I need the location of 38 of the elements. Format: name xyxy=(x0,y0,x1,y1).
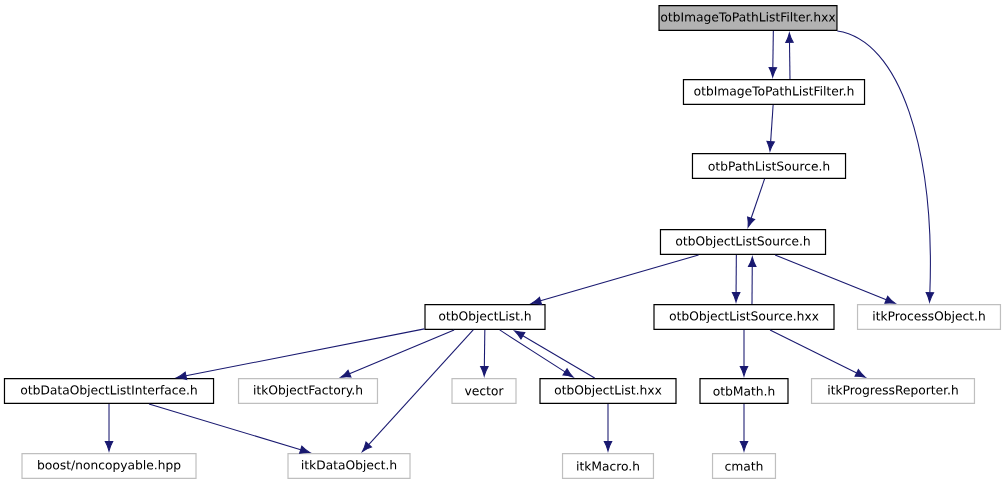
arrow xyxy=(774,254,896,304)
file-box: itkMacro.h xyxy=(561,453,655,479)
file-box: otbImageToPathListFilter.hxx xyxy=(658,5,838,31)
arrow xyxy=(361,329,474,453)
arrow xyxy=(514,330,596,379)
arrow xyxy=(769,329,866,378)
file-box: cmath xyxy=(711,453,777,479)
file-box: itkProcessObject.h xyxy=(856,304,1002,330)
arrow xyxy=(499,329,574,378)
arrow xyxy=(104,403,114,452)
arrow xyxy=(603,403,613,452)
file-box: otbMath.h xyxy=(699,378,789,404)
arrow xyxy=(731,254,741,303)
arrow xyxy=(768,30,778,78)
arrow xyxy=(748,256,757,305)
arrow xyxy=(766,104,775,152)
file-box: vector xyxy=(451,378,517,404)
file-box: itkDataObject.h xyxy=(287,453,411,479)
file-box: otbObjectListSource.h xyxy=(659,229,827,255)
file-box: otbDataObjectListInterface.h xyxy=(3,378,215,404)
file-box: boost/noncopyable.hpp xyxy=(21,453,197,479)
file-box: otbObjectList.hxx xyxy=(539,378,677,404)
file-box: otbObjectList.h xyxy=(424,304,546,330)
file-box: itkObjectFactory.h xyxy=(237,378,379,404)
arrow xyxy=(340,329,455,378)
arrow xyxy=(531,254,700,305)
arrow xyxy=(739,329,749,377)
file-box: itkProgressReporter.h xyxy=(810,378,976,404)
arrow xyxy=(747,178,766,228)
arrow xyxy=(480,329,489,377)
arrow xyxy=(836,30,935,303)
file-box: otbObjectListSource.hxx xyxy=(653,304,835,330)
arrow xyxy=(148,403,311,454)
arrow xyxy=(739,403,749,452)
file-box: otbPathListSource.h xyxy=(691,153,847,179)
file-box: otbImageToPathListFilter.h xyxy=(682,79,866,105)
arrow xyxy=(785,32,794,80)
arrow xyxy=(176,328,425,381)
